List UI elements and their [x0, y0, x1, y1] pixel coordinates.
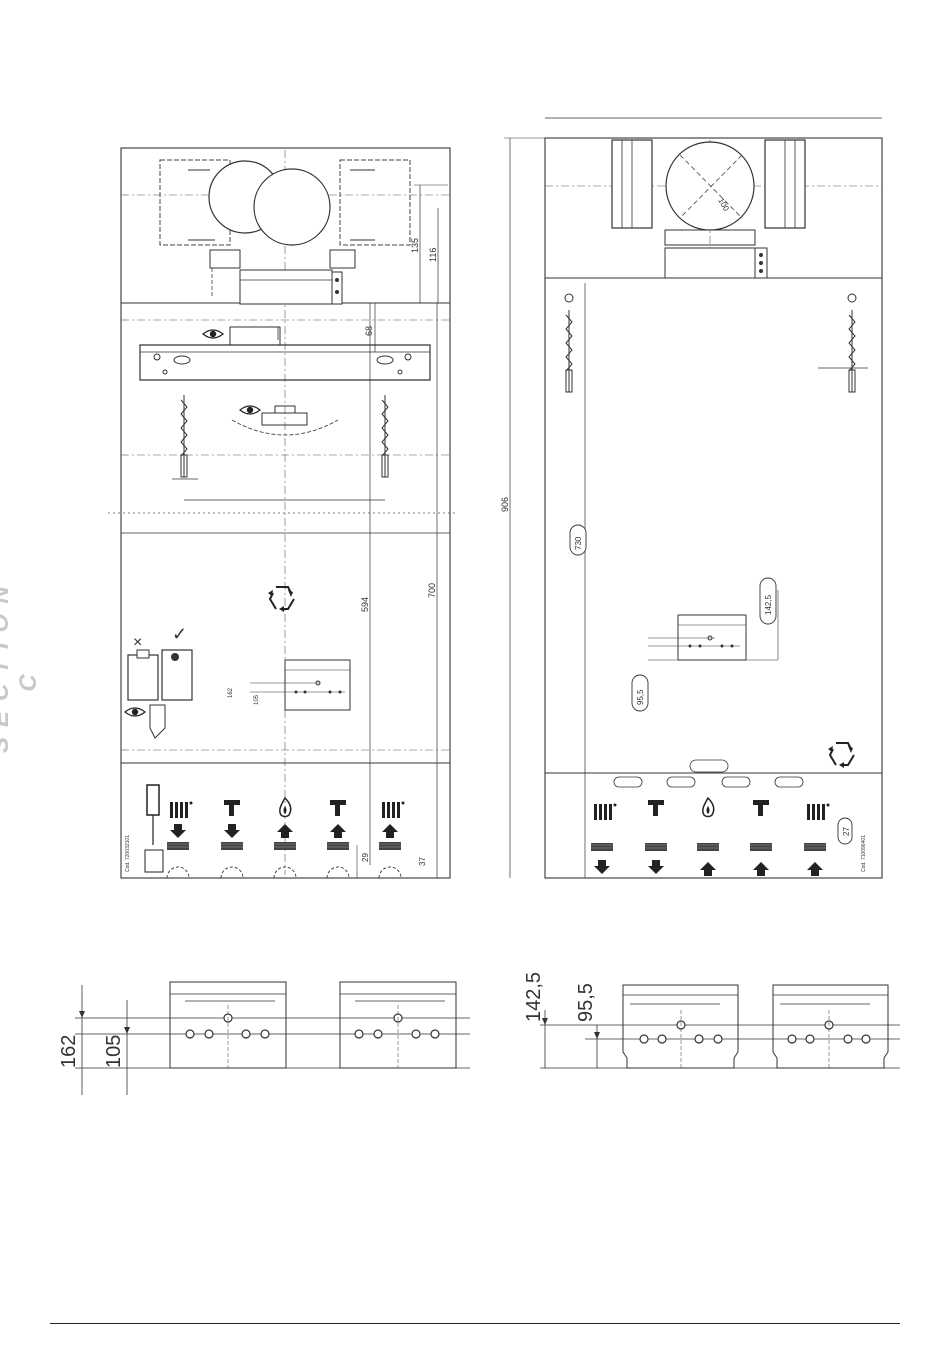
- detail-right: 142,5 95,5: [523, 972, 900, 1068]
- tap-icon: [648, 800, 664, 816]
- radiator-icon: [807, 804, 830, 821]
- arrow-down-icon: [170, 824, 186, 838]
- svg-text:906: 906: [500, 497, 510, 512]
- svg-text:135: 135: [410, 238, 420, 253]
- eye-icon: [240, 406, 260, 414]
- svg-text:✓: ✓: [172, 624, 187, 644]
- svg-text:29: 29: [361, 853, 370, 862]
- hand-icon: [150, 705, 165, 738]
- radiator-icon: [382, 802, 405, 819]
- flue-elbow-fitting: [160, 160, 410, 304]
- flue-t-fitting: 100: [612, 140, 805, 278]
- footer-rule: [50, 1323, 900, 1324]
- dimension-135: 135: [410, 185, 448, 303]
- recycle-icon: [828, 743, 854, 768]
- dimension-700: 700: [427, 303, 437, 878]
- sealant-check-figure: × ✓: [125, 624, 192, 738]
- svg-text:142,5: 142,5: [764, 594, 773, 615]
- connection-icons-row: 29 37: [145, 785, 427, 878]
- svg-text:95,5: 95,5: [636, 689, 645, 705]
- dimension-116: 116: [428, 208, 438, 303]
- dimension-594: 594: [360, 303, 370, 865]
- svg-text:68: 68: [364, 326, 374, 336]
- dimension-105: 105: [103, 1000, 130, 1095]
- svg-text:142,5: 142,5: [523, 972, 545, 1022]
- detail-left: 162 105: [58, 982, 470, 1095]
- eye-icon: [203, 330, 223, 338]
- radiator-icon: [594, 804, 617, 821]
- tap-icon: [224, 800, 240, 816]
- connection-detail-inset: 142,5 95,5: [632, 578, 778, 711]
- drill-bit-icon: [566, 310, 572, 392]
- connection-icons-row: 27: [591, 760, 852, 876]
- gas-flame-icon: [703, 798, 714, 817]
- connection-detail-inset: 162 105: [228, 660, 350, 710]
- svg-text:37: 37: [418, 857, 427, 866]
- eye-icon: [125, 708, 145, 716]
- svg-text:700: 700: [427, 583, 437, 598]
- svg-text:95,5: 95,5: [575, 983, 597, 1022]
- arrow-down-icon: [648, 860, 664, 874]
- arrow-up-icon: [277, 824, 293, 838]
- svg-text:105: 105: [254, 694, 260, 705]
- arrow-up-icon: [807, 862, 823, 876]
- svg-text:×: ×: [133, 634, 142, 651]
- dimension-142-5: 142,5: [523, 972, 548, 1068]
- arrow-down-icon: [224, 824, 240, 838]
- dimension-162: 162: [58, 985, 85, 1095]
- left-template: 135 116 68: [108, 148, 458, 878]
- arrow-up-icon: [382, 824, 398, 838]
- svg-text:27: 27: [842, 827, 851, 836]
- drill-bit-icon: [382, 395, 388, 477]
- arrow-up-icon: [753, 862, 769, 876]
- drill-bit-icon: [849, 310, 855, 392]
- svg-text:105: 105: [103, 1035, 125, 1068]
- template-code: Cod. 710096401: [861, 835, 867, 872]
- svg-text:594: 594: [360, 597, 370, 612]
- svg-text:730: 730: [574, 536, 583, 550]
- arrow-down-icon: [594, 860, 610, 874]
- radiator-icon: [170, 802, 193, 819]
- recycle-icon: [268, 587, 294, 612]
- drill-bit-icon: [181, 395, 187, 477]
- svg-text:162: 162: [58, 1035, 80, 1068]
- dimension-95-5: 95,5: [575, 983, 600, 1068]
- arrow-up-icon: [330, 824, 346, 838]
- svg-text:162: 162: [228, 687, 234, 698]
- right-template: 100 906 730: [500, 118, 882, 878]
- tap-icon: [330, 800, 346, 816]
- gas-flame-icon: [280, 798, 291, 817]
- tap-icon: [753, 800, 769, 816]
- template-code: Cod. 720032101: [125, 835, 131, 872]
- svg-text:116: 116: [428, 248, 438, 262]
- arrow-up-icon: [700, 862, 716, 876]
- dimension-906: 906: [500, 138, 545, 878]
- safety-valve-icon: [145, 785, 163, 872]
